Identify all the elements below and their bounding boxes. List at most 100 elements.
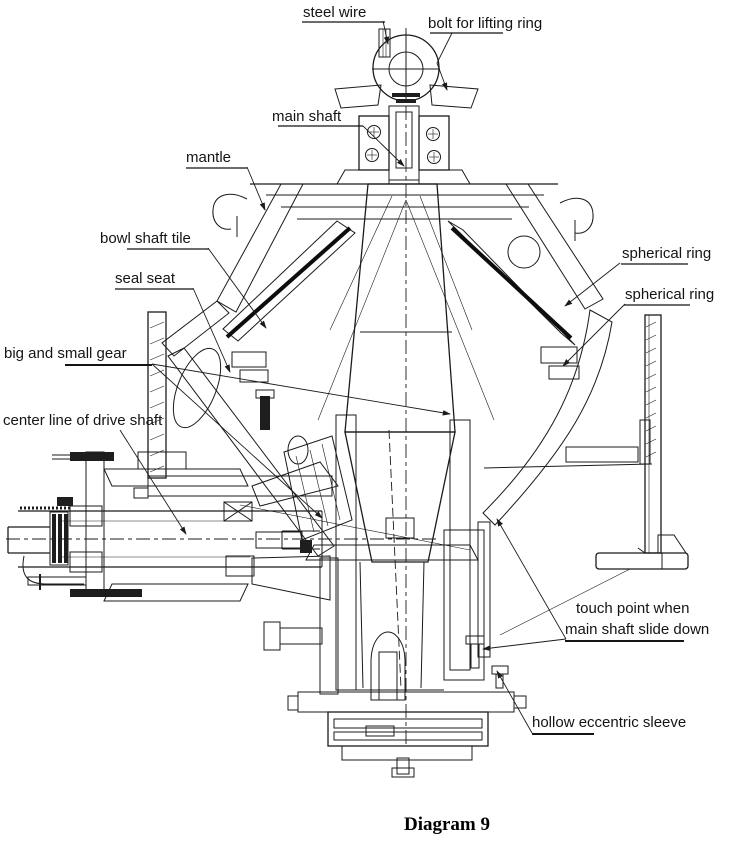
small-bevel-gear <box>283 435 353 541</box>
sleeve-wall-right-upper <box>449 419 471 671</box>
shelf-plate-line <box>483 463 653 469</box>
bowl-and-mantle <box>212 183 604 430</box>
label-center-line-of-drive-shaft: center line of drive shaft <box>3 412 163 429</box>
bearing-lower <box>69 551 103 573</box>
eccentric-sleeve <box>319 414 485 695</box>
label-hollow-eccentric-sleeve: hollow eccentric sleeve <box>532 714 686 731</box>
stand-foot-hook <box>637 547 646 554</box>
top-wing-left <box>334 84 382 109</box>
gear-hub <box>287 435 309 465</box>
shaft-bottom-dome <box>370 631 406 701</box>
diagram-caption: Diagram 9 <box>404 814 490 835</box>
bowl-bolt <box>260 396 270 430</box>
thrust-bearing-lower <box>225 555 255 577</box>
housing-right-upper-web <box>251 461 339 507</box>
spherical-ring-lower-leader <box>562 303 626 367</box>
spring-ball <box>507 235 541 269</box>
left-bearing-block-2 <box>239 369 269 383</box>
sleeve-wall-left <box>335 414 357 691</box>
stand-foot-flare <box>657 534 687 554</box>
big-gear-leader <box>151 363 323 519</box>
stand-hatch-ticks <box>645 321 657 458</box>
shaft-slot <box>385 517 415 539</box>
left-wall-hatch-ticks <box>149 321 165 473</box>
label-steel-wire: steel wire <box>303 4 366 21</box>
center-bolt-shank <box>396 757 410 775</box>
bowl-shaft-tile-leader <box>207 247 267 329</box>
spherical-ring-part-lower <box>548 365 580 380</box>
label-touch-point-line1: touch point when <box>576 600 689 617</box>
label-spherical-ring-upper: spherical ring <box>622 245 711 262</box>
bottom-base-strip <box>341 745 473 761</box>
bowl-shell-left <box>216 183 304 313</box>
housing-bottom-band <box>27 576 87 586</box>
callout-labels: steel wire bolt for lifting ring main sh… <box>3 4 714 735</box>
bore-line-left <box>359 561 364 689</box>
top-wing-right <box>429 84 479 109</box>
spherical-ring-part-upper <box>540 346 578 364</box>
outer-wall-right <box>443 529 485 681</box>
stand-diagonal-line <box>499 568 631 636</box>
bolt-for-lifting-ring-leader <box>436 32 453 91</box>
nut-plate-left <box>358 115 390 171</box>
steel-wire-leader <box>382 20 390 45</box>
big-gear-band <box>305 544 479 561</box>
bolt-head <box>465 635 485 645</box>
right-stand <box>499 314 689 636</box>
stand-column <box>644 314 662 554</box>
hollow-eccentric-sleeve-leader <box>496 670 533 734</box>
shaft-lower-cone <box>344 431 456 563</box>
mantle-leader <box>246 166 266 211</box>
leader-lines <box>119 20 626 734</box>
main-shaft-leader <box>362 125 405 167</box>
housing-top-boss <box>137 451 187 470</box>
touch-point-leader-2 <box>496 518 567 640</box>
stand-base-plate <box>595 552 689 570</box>
nut-bolts <box>365 125 441 164</box>
centerline-leader <box>119 429 187 535</box>
housing-right-lower-web <box>251 555 331 601</box>
left-shell-upper <box>161 300 230 357</box>
right-shelf <box>565 446 639 463</box>
left-frame-wall <box>147 311 167 479</box>
spherical-ring-upper-leader <box>564 262 621 307</box>
outer-wall-left <box>319 557 339 695</box>
housing-top-bolt <box>70 452 114 461</box>
left-base-step <box>133 487 149 499</box>
bearing-upper <box>69 505 103 527</box>
bowl-shell-right <box>505 183 604 310</box>
label-main-shaft: main shaft <box>272 108 342 125</box>
label-bolt-for-lifting-ring: bolt for lifting ring <box>428 15 542 32</box>
housing-bottom-bolt-bar <box>70 589 142 597</box>
label-touch-point-line2: main shaft slide down <box>565 621 709 638</box>
bowl-liner-right <box>450 226 573 340</box>
bottom-shelf <box>279 627 323 645</box>
seal-seat-part <box>172 347 222 429</box>
right-hook-lip <box>559 197 594 234</box>
shaft-key-block <box>255 531 303 549</box>
shaft-top-column <box>388 105 420 181</box>
thrust-bearing-box <box>223 501 253 522</box>
flange-bolt-head <box>491 665 509 675</box>
right-shell-curve <box>482 309 613 526</box>
seal-seat-leader <box>192 287 231 373</box>
touch-point-leader-1 <box>482 638 567 651</box>
bottom-cover <box>327 711 489 747</box>
small-gear-leader <box>151 363 451 416</box>
bolt-shank <box>470 643 480 669</box>
left-bearing-block <box>231 351 267 368</box>
bore-line-right <box>420 561 425 689</box>
lifting-assembly <box>334 28 479 185</box>
left-shell-slant <box>167 347 335 557</box>
main-shaft-body <box>317 183 495 701</box>
label-bowl-shaft-tile: bowl shaft tile <box>100 230 191 247</box>
label-mantle: mantle <box>186 149 231 166</box>
housing-top-slab <box>103 468 249 487</box>
label-seal-seat: seal seat <box>115 270 176 287</box>
eccentric-axis <box>388 429 402 689</box>
shaft-upper-cone <box>344 183 456 433</box>
left-hook-lip <box>212 193 248 230</box>
label-big-and-small-gear: big and small gear <box>4 345 127 362</box>
